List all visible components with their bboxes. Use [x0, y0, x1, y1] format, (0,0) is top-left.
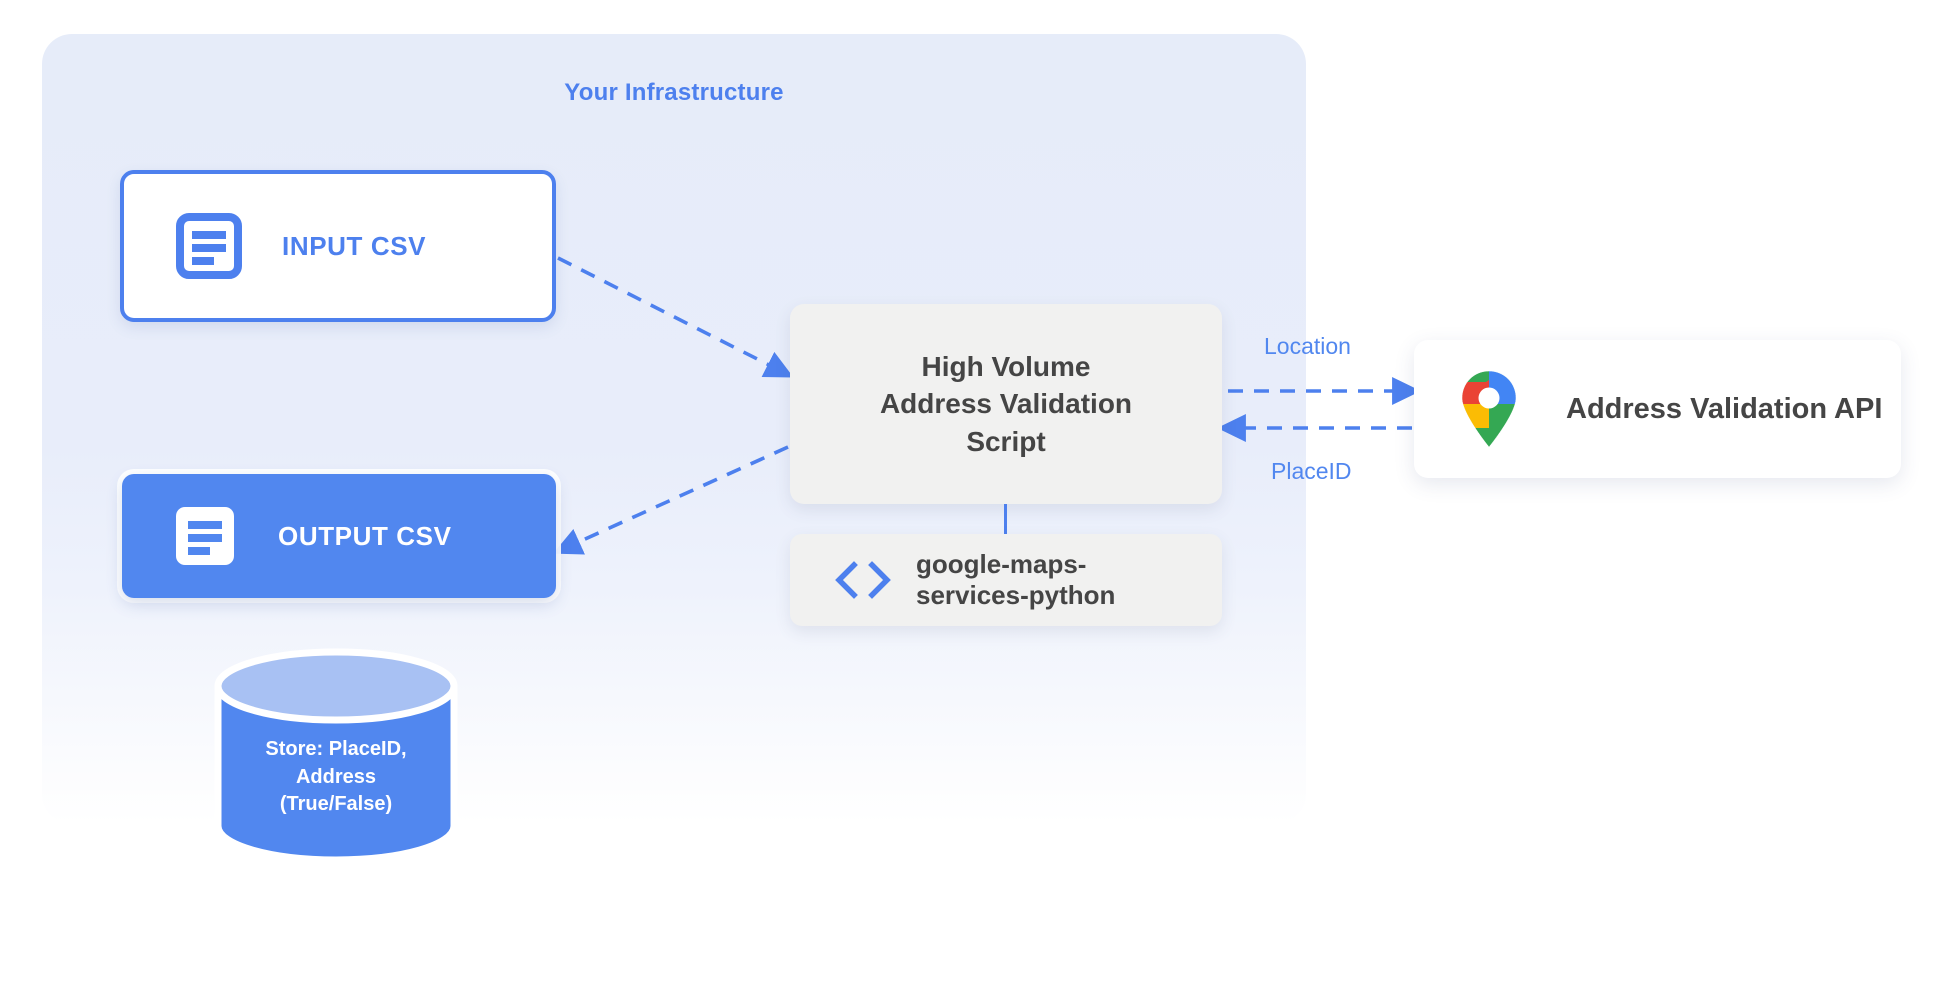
script-label: High Volume Address Validation Script — [879, 350, 1133, 457]
database-cylinder-icon[interactable] — [214, 646, 458, 866]
output-csv-label: OUTPUT CSV — [278, 520, 452, 551]
connector-label-placeid: PlaceID — [1271, 458, 1352, 484]
api-label: Address Validation API — [1566, 392, 1883, 425]
document-icon — [176, 213, 242, 279]
library-label: google-maps- services-python — [916, 548, 1116, 610]
address-validation-api-node[interactable]: Address Validation API — [1414, 340, 1901, 478]
output-csv-node[interactable]: OUTPUT CSV — [122, 474, 556, 598]
google-maps-pin-icon — [1458, 370, 1520, 448]
infrastructure-title: Your Infrastructure — [564, 79, 784, 106]
connector-script-to-library — [1004, 504, 1007, 536]
connector-label-location: Location — [1264, 333, 1351, 359]
code-brackets-icon — [832, 559, 894, 601]
library-node[interactable]: google-maps- services-python — [790, 534, 1222, 626]
document-icon — [172, 503, 238, 569]
input-csv-label: INPUT CSV — [282, 230, 427, 261]
input-csv-node[interactable]: INPUT CSV — [120, 170, 556, 322]
script-node[interactable]: High Volume Address Validation Script — [790, 304, 1222, 504]
